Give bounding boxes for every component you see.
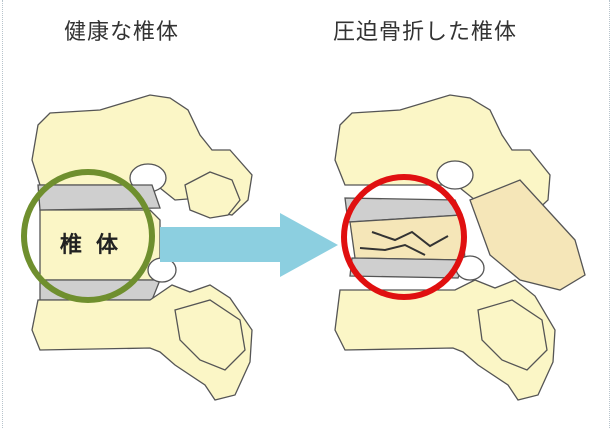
fractured-vertebral-body bbox=[349, 214, 466, 261]
fractured-posterior bbox=[469, 179, 586, 291]
healthy-highlight-circle bbox=[21, 169, 155, 303]
transition-arrow bbox=[160, 213, 338, 277]
healthy-upper-process bbox=[184, 171, 241, 219]
fractured-upper-foramen bbox=[436, 160, 474, 190]
healthy-vertebra bbox=[31, 94, 253, 401]
healthy-lower-process bbox=[174, 299, 246, 371]
frame-border-left bbox=[2, 0, 4, 428]
fracture-crack-1 bbox=[371, 230, 449, 248]
fractured-title: 圧迫骨折した椎体 bbox=[333, 20, 518, 45]
fracture-crack-2 bbox=[359, 243, 426, 256]
healthy-label-char-2: 体 bbox=[96, 233, 119, 258]
fractured-vertebra bbox=[334, 94, 586, 401]
healthy-label-char-1: 椎 bbox=[60, 232, 82, 258]
healthy-title: 健康な椎体 bbox=[64, 20, 180, 45]
frame-border-right bbox=[609, 0, 611, 428]
fractured-lower-process bbox=[477, 299, 548, 371]
fracture-highlight-circle bbox=[341, 174, 467, 300]
